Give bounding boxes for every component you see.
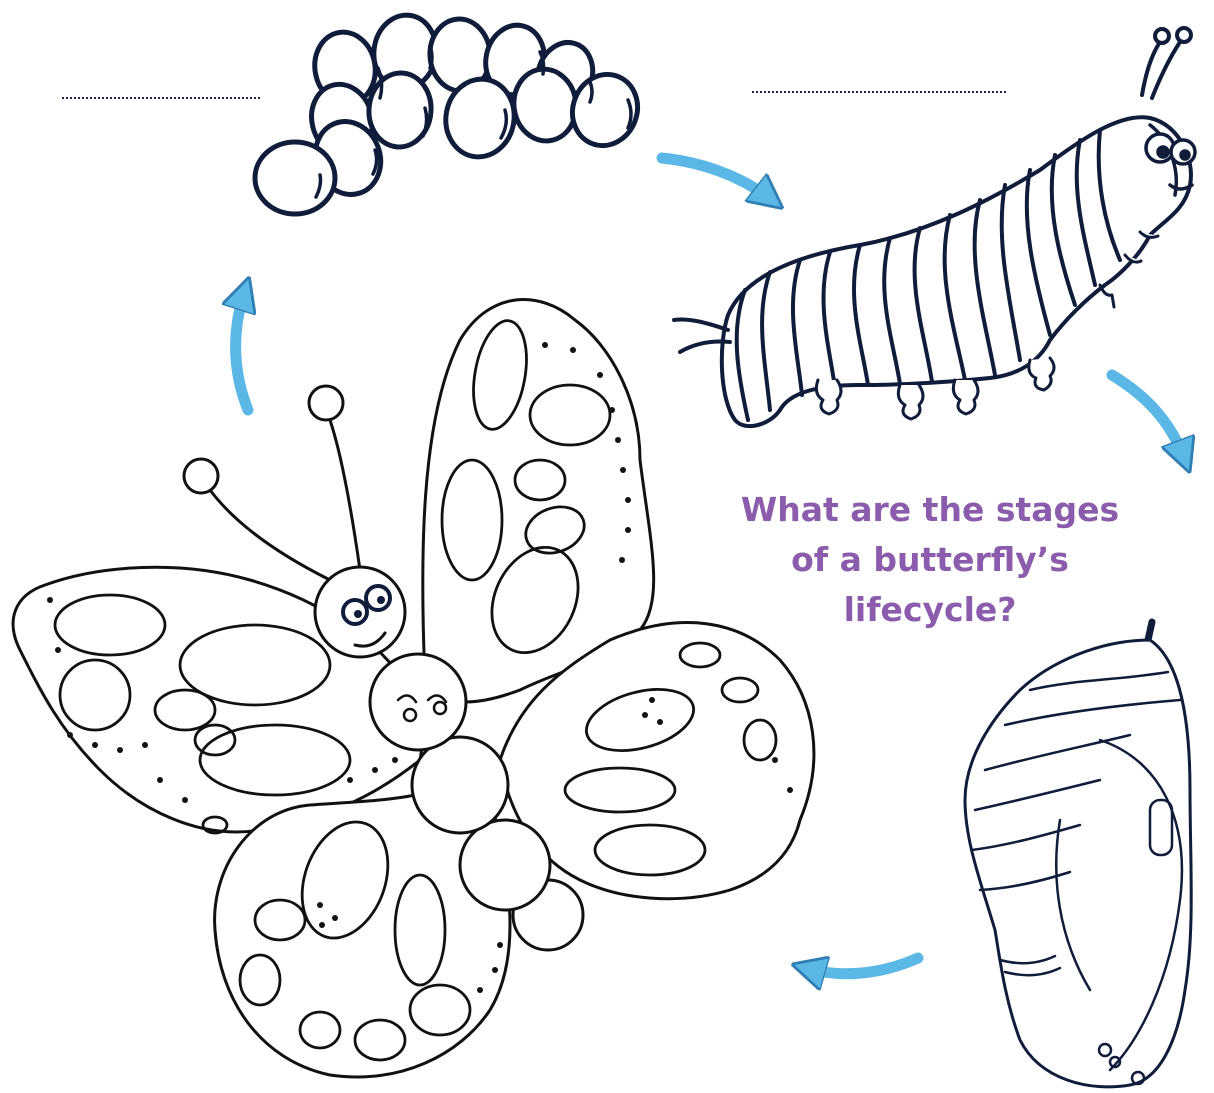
eggs-illustration [255, 11, 647, 214]
antenna-tip [1155, 29, 1169, 43]
question-heading: What are the stages of a butterfly’s lif… [700, 485, 1160, 635]
egg [255, 142, 335, 214]
butterfly-antenna-tip [184, 459, 218, 493]
butterfly-antenna-tip [309, 386, 343, 420]
arrow-chrysalis-to-butterfly [805, 958, 918, 974]
butterfly-thorax [370, 654, 466, 750]
butterfly-abdomen-segment [412, 737, 508, 833]
arrow-caterpillar-to-chrysalis [1112, 375, 1185, 460]
question-line: of a butterfly’s [700, 535, 1160, 585]
chrysalis-illustration [965, 622, 1191, 1087]
question-line: lifecycle? [700, 585, 1160, 635]
antenna-tip [1177, 28, 1191, 42]
arrow-butterfly-to-eggs [236, 290, 248, 410]
butterfly-illustration [13, 300, 814, 1077]
arrow-eggs-to-caterpillar [662, 158, 772, 200]
chrysalis-body [965, 640, 1191, 1087]
caterpillar-illustration [674, 28, 1195, 426]
butterfly-abdomen-segment [460, 820, 550, 910]
question-line: What are the stages [700, 485, 1160, 535]
